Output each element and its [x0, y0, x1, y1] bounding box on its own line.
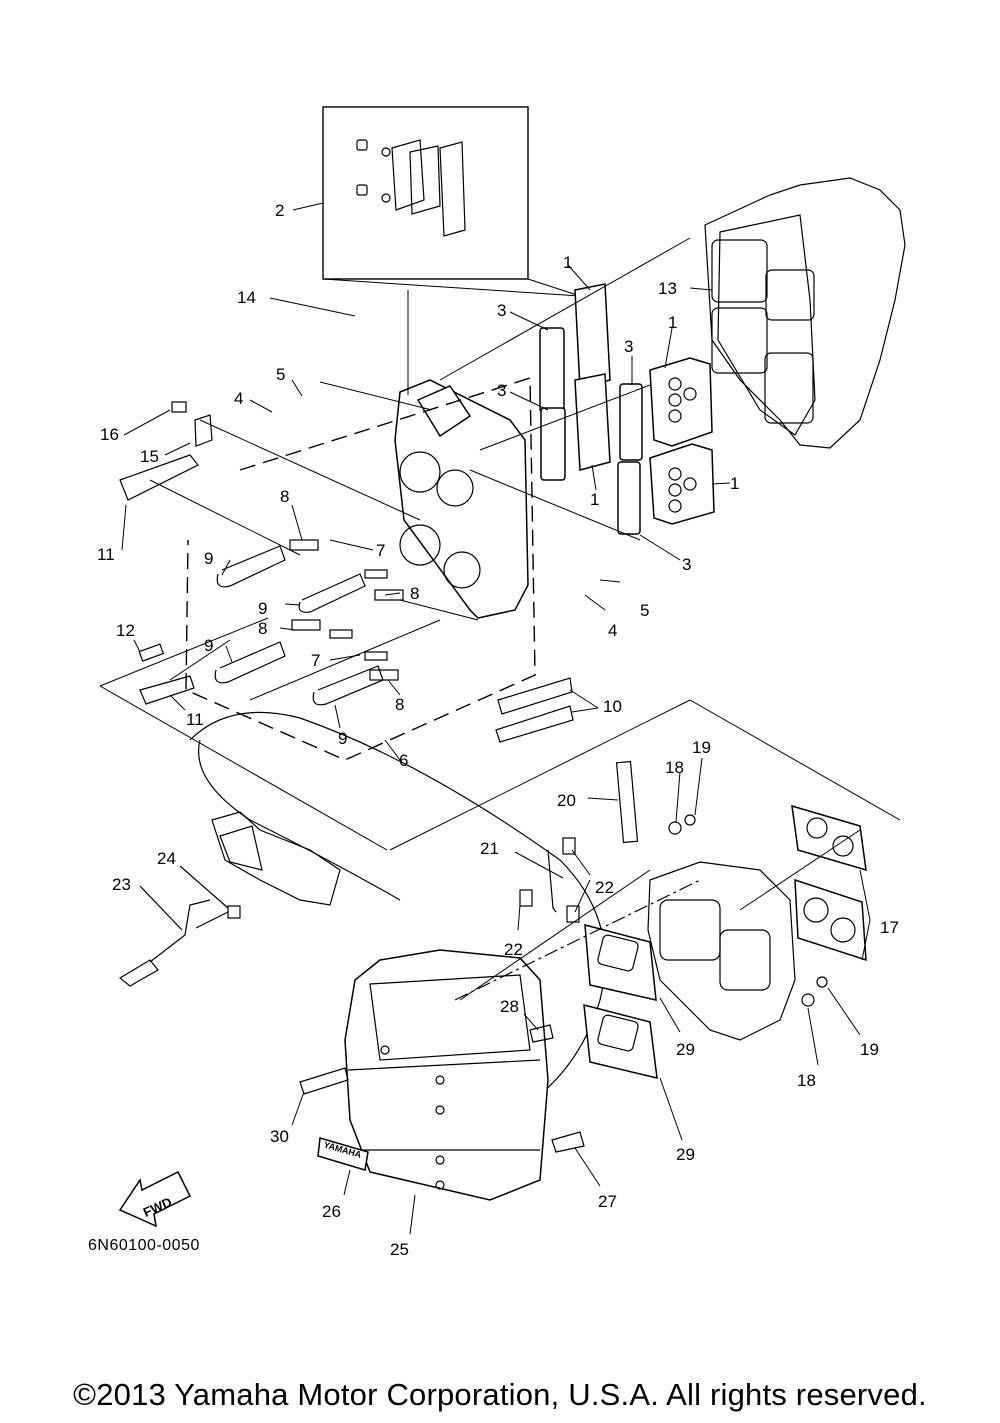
- callout-7a: 7: [376, 541, 385, 560]
- callout-11a: 11: [97, 545, 115, 564]
- alignment-lines: [99, 237, 901, 851]
- callout-5b: 5: [640, 601, 649, 620]
- callout-6: 6: [399, 751, 408, 770]
- callout-29b: 29: [676, 1145, 695, 1164]
- callout-28: 28: [500, 997, 519, 1016]
- hoses-and-fittings: [119, 401, 574, 743]
- callout-3c: 3: [497, 381, 506, 400]
- leader-lines-lower: [291, 757, 871, 1235]
- callout-11b: 11: [186, 710, 204, 729]
- reed-valve-assemblies: [539, 283, 715, 535]
- callout-20: 20: [557, 791, 576, 810]
- lower-cowling: [189, 711, 606, 1121]
- callout-15: 15: [140, 447, 159, 466]
- callout-13: 13: [658, 279, 677, 298]
- fwd-arrow: FWD: [118, 1170, 192, 1228]
- callout-30: 30: [270, 1127, 289, 1146]
- callout-14: 14: [237, 288, 256, 307]
- silencer-gaskets-29: [583, 924, 658, 1079]
- callout-8b: 8: [410, 584, 419, 603]
- silencer-cover-25: [299, 949, 585, 1201]
- callout-9a: 9: [204, 549, 213, 568]
- callout-16: 16: [100, 425, 119, 444]
- callout-7b: 7: [311, 651, 320, 670]
- callout-27: 27: [598, 1192, 617, 1211]
- callout-1c: 1: [590, 490, 599, 509]
- intake-manifold: [394, 379, 529, 619]
- callout-19a: 19: [692, 738, 711, 757]
- copyright-notice: ©2013 Yamaha Motor Corporation, U.S.A. A…: [73, 1377, 927, 1412]
- carburetor-assembly: [519, 760, 828, 1041]
- exploded-parts-diagram: YAMAHA FWD 1 1 1 1 2 3 3 3: [97, 106, 906, 1259]
- callout-2: 2: [275, 201, 284, 220]
- callout-4b: 4: [608, 621, 617, 640]
- callout-18a: 18: [665, 758, 684, 777]
- callout-9c: 9: [204, 636, 213, 655]
- reed-valve-inset-box: [322, 106, 581, 297]
- callout-numbers: 1 1 1 1 2 3 3 3 3 4 4 5 5 6 7 7 8 8 8 8 …: [97, 201, 899, 1259]
- callout-19b: 19: [860, 1040, 879, 1059]
- callout-3d: 3: [682, 555, 691, 574]
- dashdot-alignment-line: [454, 879, 701, 1001]
- callout-12: 12: [116, 621, 135, 640]
- callout-1b: 1: [668, 313, 677, 332]
- callout-10: 10: [603, 697, 622, 716]
- carb-gaskets-17: [791, 804, 867, 962]
- callout-22b: 22: [504, 940, 523, 959]
- callout-21: 21: [480, 839, 499, 858]
- callout-8d: 8: [395, 695, 404, 714]
- callout-4a: 4: [234, 389, 243, 408]
- callout-24: 24: [157, 849, 176, 868]
- crankcase-block: [704, 177, 906, 449]
- callout-9b: 9: [258, 599, 267, 618]
- callout-25: 25: [390, 1240, 409, 1259]
- callout-8a: 8: [280, 487, 289, 506]
- breather-hose: [118, 865, 241, 987]
- leader-lines-upper: [121, 202, 731, 761]
- callout-1a: 1: [563, 253, 572, 272]
- callout-23: 23: [112, 875, 131, 894]
- callout-17: 17: [880, 918, 899, 937]
- hose-kit-outline: [185, 377, 536, 761]
- callout-3a: 3: [497, 301, 506, 320]
- diagram-reference-code: 6N60100-0050: [88, 1237, 200, 1254]
- callout-18b: 18: [797, 1071, 816, 1090]
- callout-3b: 3: [624, 337, 633, 356]
- callout-29a: 29: [676, 1040, 695, 1059]
- callout-1d: 1: [730, 474, 739, 493]
- callout-5a: 5: [276, 365, 285, 384]
- callout-22a: 22: [595, 878, 614, 897]
- callout-8c: 8: [258, 619, 267, 638]
- callout-26: 26: [322, 1202, 341, 1221]
- callout-9d: 9: [338, 729, 347, 748]
